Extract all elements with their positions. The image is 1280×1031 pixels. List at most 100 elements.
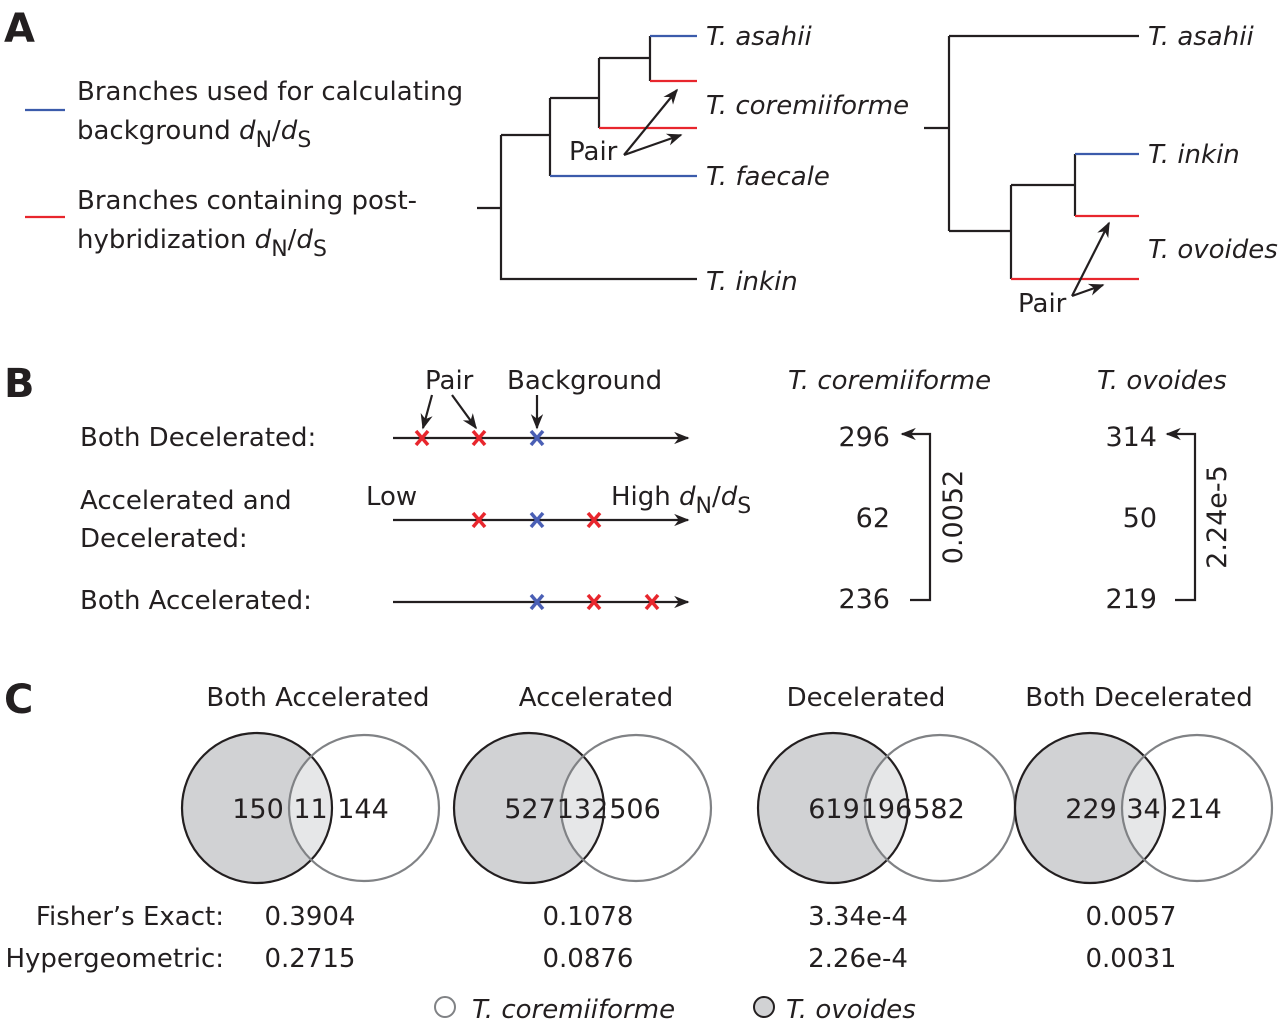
- hypergeometric-p-value: 0.2715: [265, 944, 356, 974]
- legend-label-coremiiforme: T. coremiiforme: [472, 995, 675, 1025]
- count-both-accelerated: 219: [1105, 584, 1157, 615]
- venn-title: Both Decelerated: [1025, 683, 1253, 713]
- venn-circle-ovoides-fill: [454, 733, 604, 883]
- count-both-accelerated: 236: [838, 584, 890, 615]
- pair-arrow-2: [623, 133, 683, 157]
- fisher-p-value: 0.0057: [1086, 902, 1177, 932]
- legend-swatch-coremiiforme: [434, 996, 456, 1018]
- tree-branches-black: [924, 34, 1139, 279]
- comparison-bracket: [1165, 427, 1197, 602]
- venn-circle-ovoides-fill: [182, 733, 332, 883]
- pair-cross-marker: [471, 511, 487, 529]
- legend-label-ovoides: T. ovoides: [786, 995, 916, 1025]
- pair-cross-marker: [586, 593, 602, 611]
- venn-title: Both Accelerated: [206, 683, 429, 713]
- venn-count-overlap: 34: [1126, 794, 1160, 825]
- venn-count-ovoides-only: 150: [232, 794, 284, 825]
- pair-label: Pair: [1018, 289, 1067, 319]
- arrow-pair-1: [420, 394, 434, 430]
- taxon-label: T. faecale: [706, 162, 830, 192]
- venn-count-ovoides-only: 619: [808, 794, 860, 825]
- venn-circle-coremiiforme: [559, 733, 713, 883]
- hypergeometric-p-value: 0.0031: [1086, 944, 1177, 974]
- venn-circle-coremiiforme: [1120, 733, 1274, 883]
- panel-c-legend: T. coremiiforme T. ovoides: [434, 995, 916, 1025]
- venn-count-overlap: 11: [293, 794, 327, 825]
- pair-cross-marker: [586, 511, 602, 529]
- panel-label-a: A: [4, 6, 35, 52]
- p-value: 2.24e-5: [1202, 465, 1233, 569]
- taxon-label: T. asahii: [1148, 22, 1254, 52]
- venn-circle-ovoides: [452, 731, 606, 885]
- legend-post-hybridization-line2: hybridization dN/dS: [77, 225, 327, 262]
- p-value: 0.0052: [938, 470, 969, 564]
- row-label-fisher: Fisher’s Exact:: [36, 902, 224, 932]
- venn-count-coremiiforme-only: 144: [337, 794, 389, 825]
- dnds-axes: [393, 429, 690, 611]
- count-acc-dec: 50: [1123, 503, 1157, 534]
- pair-arrow-1: [623, 88, 678, 156]
- panel-label-c: C: [4, 677, 33, 723]
- hypergeometric-p-value: 0.0876: [543, 944, 634, 974]
- venn-circle-ovoides: [180, 731, 334, 885]
- taxon-label: T. inkin: [1148, 140, 1240, 170]
- legend-background-line1: Branches used for calculating: [77, 77, 463, 107]
- species-header: T. coremiiforme: [788, 366, 991, 396]
- comparison-bracket: [900, 427, 932, 602]
- panel-label-b: B: [4, 361, 35, 407]
- annotation-pair: Pair: [425, 366, 474, 396]
- venn-count-coremiiforme-only: 582: [913, 794, 965, 825]
- fisher-p-value: 0.3904: [265, 902, 356, 932]
- pair-cross-marker: [414, 429, 430, 447]
- venn-title: Decelerated: [787, 683, 946, 713]
- pair-label: Pair: [569, 137, 618, 167]
- arrow-pair-2: [451, 394, 477, 430]
- count-acc-dec: 62: [856, 503, 890, 534]
- pair-arrow-2: [1071, 283, 1105, 298]
- venn-diagrams: Both Accelerated 150 11 144 0.3904 0.2715 Acce…: [180, 683, 1274, 974]
- pair-cross-marker: [644, 593, 660, 611]
- venn-circle-ovoides: [1013, 731, 1167, 885]
- count-both-decelerated: 296: [838, 422, 890, 453]
- legend-post-hybridization-line1: Branches containing post-: [77, 186, 417, 216]
- axis-label-low: Low: [366, 482, 417, 512]
- annotation-background: Background: [507, 366, 662, 396]
- species-header: T. ovoides: [1097, 366, 1227, 396]
- hypergeometric-p-value: 2.26e-4: [808, 944, 908, 974]
- row-label-both-decelerated: Both Decelerated:: [80, 423, 316, 453]
- taxon-label: T. inkin: [706, 267, 798, 297]
- legend-swatch-ovoides: [753, 996, 775, 1018]
- venn-circle-coremiiforme: [287, 733, 441, 883]
- venn-circle-ovoides-fill: [1015, 733, 1165, 883]
- row-label-both-accelerated: Both Accelerated:: [80, 586, 312, 616]
- venn-count-coremiiforme-only: 214: [1170, 794, 1222, 825]
- taxon-label: T. coremiiforme: [706, 91, 909, 121]
- row-label-acc-dec-line1: Accelerated and: [80, 486, 292, 516]
- taxon-label: T. ovoides: [1148, 235, 1278, 265]
- pair-cross-marker: [471, 429, 487, 447]
- species-count-coremiiforme: T. coremiiforme 296 62 236 0.0052: [788, 366, 991, 615]
- venn-count-ovoides-only: 527: [504, 794, 556, 825]
- venn-count-overlap: 196: [861, 794, 913, 825]
- row-label-hypergeometric: Hypergeometric:: [5, 944, 224, 974]
- venn-count-overlap: 132: [557, 794, 609, 825]
- count-both-decelerated: 314: [1105, 422, 1157, 453]
- phylogeny-tree-ovoides: Pair T. asahii T. inkin T. ovoides: [924, 22, 1278, 319]
- pair-arrow-1: [1071, 221, 1110, 297]
- venn-title: Accelerated: [519, 683, 673, 713]
- axis-label-high: High dN/dS: [611, 482, 751, 519]
- phylogeny-tree-coremiiforme: Pair T. asahii T. coremiiforme T. faecal…: [477, 22, 909, 297]
- venn-count-ovoides-only: 229: [1065, 794, 1117, 825]
- fisher-p-value: 0.1078: [543, 902, 634, 932]
- legend-background-line2: background dN/dS: [77, 116, 311, 153]
- background-cross-marker: [529, 593, 545, 611]
- tree-branches-black: [477, 36, 697, 281]
- panel-a-legend: Branches used for calculating background…: [25, 77, 463, 262]
- venn-count-coremiiforme-only: 506: [609, 794, 661, 825]
- venn-circle-ovoides-fill: [758, 733, 908, 883]
- taxon-label: T. asahii: [706, 22, 812, 52]
- background-cross-marker: [529, 429, 545, 447]
